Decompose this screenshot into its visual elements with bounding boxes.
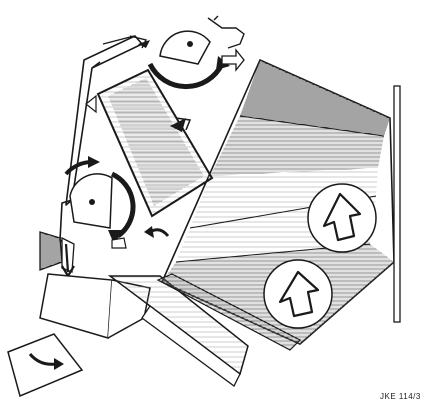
figure-caption: JKE 114/3	[380, 392, 421, 401]
bottom-guide-strip	[156, 273, 302, 351]
ejection-arrow-icon-lower	[278, 270, 320, 318]
conveyor-arrow-icon	[111, 237, 127, 249]
bottom-left-tray	[7, 333, 84, 398]
inner-plate	[96, 68, 214, 218]
right-rail	[393, 85, 401, 323]
tray-arrow-icon	[28, 353, 57, 366]
lower-ejection-circle	[263, 259, 333, 329]
left-chute	[39, 231, 75, 273]
ejection-arrow-icon	[322, 192, 362, 242]
guide-arrow-icon	[85, 94, 97, 114]
upper-ejection-circle	[307, 183, 377, 253]
clamp-arrow-icon	[221, 48, 245, 72]
upper-cam-icon	[159, 30, 211, 65]
feed-arrow-icon	[138, 40, 150, 48]
upper-clamp	[207, 15, 245, 49]
lower-cam-icon	[69, 173, 113, 229]
conveyor-belt	[107, 275, 249, 387]
lower-rotation-arrow-icon	[64, 156, 136, 244]
